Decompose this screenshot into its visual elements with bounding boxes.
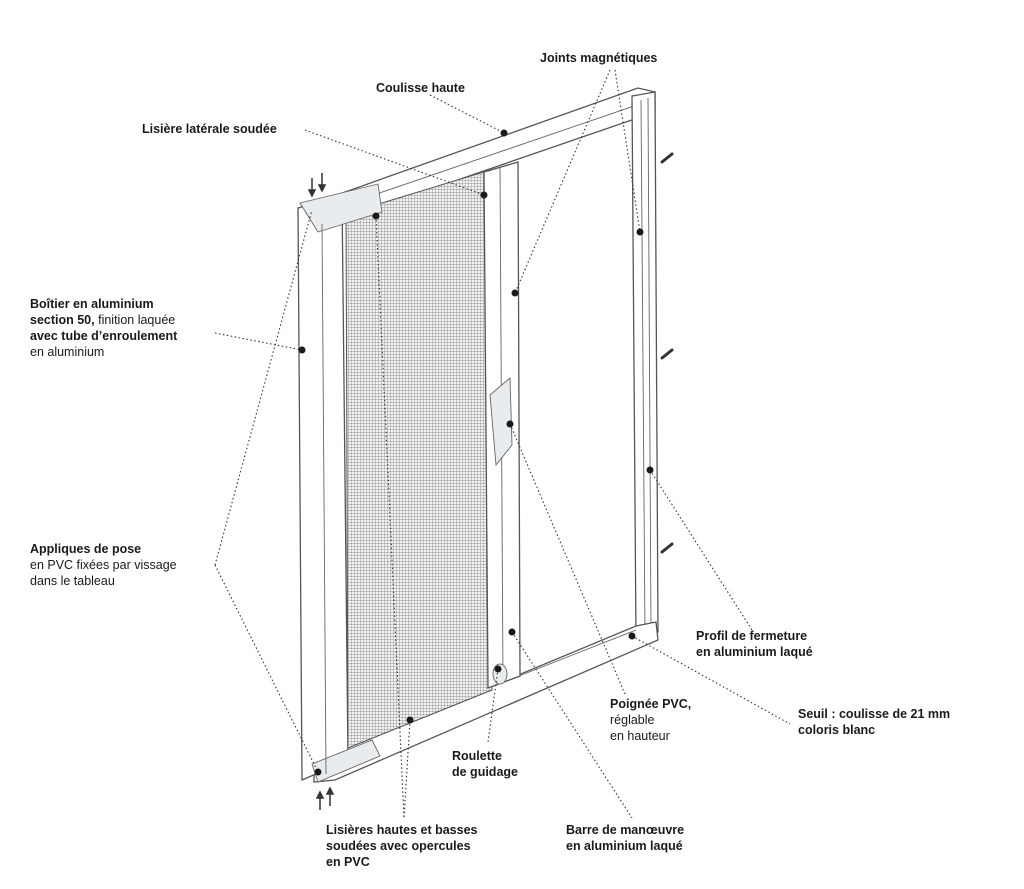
label-coulisse-haute: Coulisse haute (376, 81, 465, 95)
boitier-aluminium (297, 183, 383, 783)
label-profil-de-fermeture: Profil de fermeture en aluminium laqué (696, 629, 813, 659)
callout-dots (298, 129, 654, 776)
profil-de-fermeture (631, 91, 659, 641)
label-boitier: Boîtier en aluminium section 50, finitio… (30, 297, 178, 359)
label-lisieres: Lisières hautes et basses soudées avec o… (326, 823, 478, 869)
screw-icon (660, 152, 674, 554)
label-poignee: Poignée PVC, réglable en hauteur (610, 697, 692, 743)
label-appliques-de-pose: Appliques de pose en PVC fixées par viss… (30, 542, 177, 588)
label-seuil: Seuil : coulisse de 21 mm coloris blanc (798, 707, 951, 737)
fixing-arrow-icon (307, 173, 335, 810)
barre-de-manoeuvre (483, 161, 521, 689)
toile-moustiquaire (345, 169, 493, 749)
label-lisiere-laterale: Lisière latérale soudée (142, 122, 277, 136)
label-barre-de-manoeuvre: Barre de manœuvre en aluminium laqué (566, 823, 685, 853)
leader-lines (214, 69, 791, 819)
label-roulette: Roulette de guidage (452, 749, 518, 779)
label-joints-magnetiques: Joints magnétiques (540, 51, 658, 65)
